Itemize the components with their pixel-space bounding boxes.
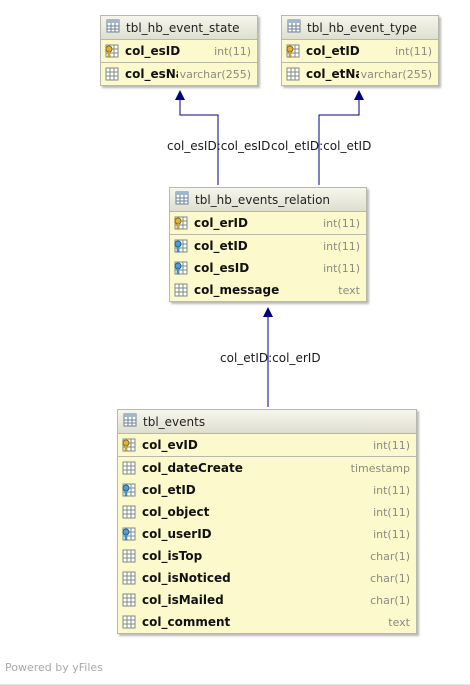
- table-event-type[interactable]: tbl_hb_event_type col_etID int(11)col_etN…: [281, 15, 439, 86]
- column-row[interactable]: col_comment text: [118, 611, 416, 633]
- column-icon: [105, 67, 119, 81]
- column-type: int(11): [371, 523, 410, 545]
- primary-key-row[interactable]: col_erID int(11): [170, 212, 366, 235]
- column-type: varchar(255): [177, 63, 251, 85]
- powered-by-label: Powered by yFiles: [5, 661, 103, 674]
- column-row[interactable]: col_etID int(11): [118, 479, 416, 501]
- column-name: col_message: [194, 283, 280, 297]
- column-row[interactable]: col_isMailed char(1): [118, 589, 416, 611]
- column-type: int(11): [371, 434, 410, 456]
- column-name: col_isTop: [142, 549, 203, 563]
- column-name: col_comment: [142, 615, 231, 629]
- arrowhead-event-type: [354, 90, 364, 100]
- column-type: int(11): [212, 40, 251, 62]
- column-type: int(11): [321, 235, 360, 257]
- foreign-key-icon: [122, 483, 136, 497]
- primary-key-row[interactable]: col_etID int(11): [282, 40, 438, 63]
- primary-key-icon: [105, 44, 119, 58]
- column-name: col_object: [142, 505, 210, 519]
- column-row[interactable]: col_dateCreate timestamp: [118, 457, 416, 479]
- arrowhead-event-state: [175, 90, 185, 100]
- foreign-key-icon: [122, 527, 136, 541]
- primary-key-icon: [122, 438, 136, 452]
- column-type: int(11): [371, 479, 410, 501]
- column-icon: [122, 505, 136, 519]
- table-header[interactable]: tbl_events: [118, 410, 416, 434]
- foreign-key-icon: [174, 261, 188, 275]
- table-icon: [123, 413, 137, 430]
- column-type: text: [386, 611, 410, 633]
- column-row[interactable]: col_isNoticed char(1): [118, 567, 416, 589]
- column-name: col_evID: [142, 438, 198, 452]
- column-type: char(1): [368, 567, 410, 589]
- column-type: int(11): [321, 212, 360, 234]
- edge-relation-to-event-state: [179, 100, 219, 185]
- column-row[interactable]: col_userID int(11): [118, 523, 416, 545]
- column-type: varchar(255): [358, 63, 432, 85]
- column-type: char(1): [368, 545, 410, 567]
- column-type: char(1): [368, 589, 410, 611]
- column-name: col_userID: [142, 527, 212, 541]
- primary-key-row[interactable]: col_esID int(11): [101, 40, 257, 63]
- primary-key-icon: [174, 216, 188, 230]
- column-row[interactable]: col_isTop char(1): [118, 545, 416, 567]
- edge-label-esid: col_esID:col_esID: [167, 139, 271, 153]
- table-header[interactable]: tbl_hb_event_state: [101, 16, 257, 40]
- column-row[interactable]: col_message text: [170, 279, 366, 301]
- column-type: timestamp: [348, 457, 410, 479]
- table-title: tbl_hb_events_relation: [195, 192, 331, 207]
- column-name: col_isMailed: [142, 593, 224, 607]
- table-icon: [287, 19, 301, 36]
- table-title: tbl_hb_event_state: [126, 20, 240, 35]
- table-event-state[interactable]: tbl_hb_event_state col_esID int(11)col_es…: [100, 15, 258, 86]
- table-title: tbl_hb_event_type: [307, 20, 417, 35]
- column-name: col_isNoticed: [142, 571, 231, 585]
- table-icon: [106, 19, 120, 36]
- column-type: text: [336, 279, 360, 301]
- primary-key-row[interactable]: col_evID int(11): [118, 434, 416, 457]
- column-name: col_erID: [194, 216, 248, 230]
- column-type: int(11): [393, 40, 432, 62]
- column-icon: [122, 549, 136, 563]
- table-icon: [175, 191, 189, 208]
- column-type: int(11): [371, 501, 410, 523]
- table-title: tbl_events: [143, 414, 206, 429]
- table-header[interactable]: tbl_hb_event_type: [282, 16, 438, 40]
- foreign-key-icon: [174, 239, 188, 253]
- column-row[interactable]: col_object int(11): [118, 501, 416, 523]
- column-icon: [122, 593, 136, 607]
- table-header[interactable]: tbl_hb_events_relation: [170, 188, 366, 212]
- column-name: col_etID: [306, 44, 360, 58]
- column-icon: [174, 283, 188, 297]
- column-name: col_esID: [125, 44, 181, 58]
- arrowhead-relation: [263, 307, 273, 317]
- column-type: int(11): [321, 257, 360, 279]
- column-row[interactable]: col_etID int(11): [170, 235, 366, 257]
- column-icon: [122, 461, 136, 475]
- column-name: col_etID: [142, 483, 196, 497]
- edge-relation-to-event-type: [318, 100, 360, 185]
- column-name: col_dateCreate: [142, 461, 243, 475]
- edge-label-erid: col_etID:col_erID: [220, 351, 321, 365]
- column-icon: [122, 571, 136, 585]
- column-name: col_esID: [194, 261, 250, 275]
- column-row[interactable]: col_esID int(11): [170, 257, 366, 279]
- primary-key-icon: [286, 44, 300, 58]
- column-icon: [286, 67, 300, 81]
- column-icon: [122, 615, 136, 629]
- edge-label-etid: col_etID:col_etID: [271, 139, 372, 153]
- column-name: col_etID: [194, 239, 248, 253]
